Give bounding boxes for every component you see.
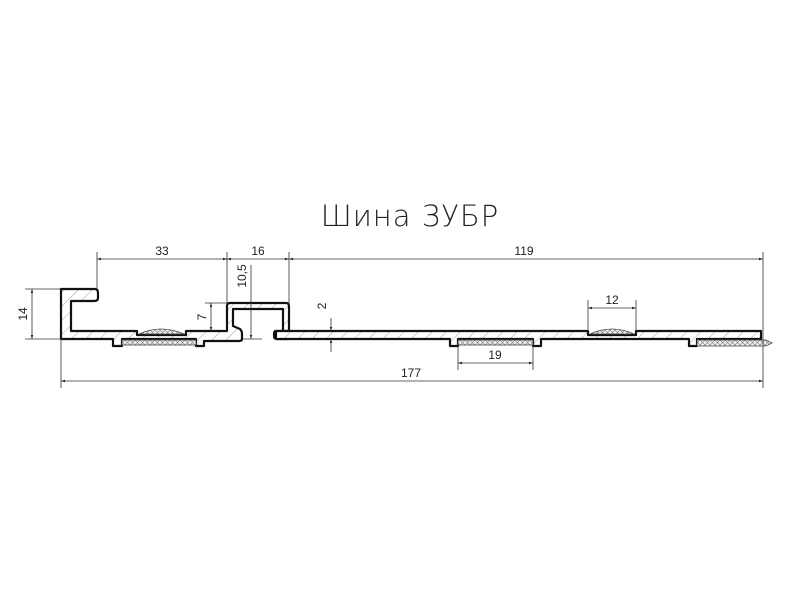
top-pad-right — [589, 328, 635, 335]
profile-right-strip — [274, 329, 763, 348]
bottom-pad-left — [121, 339, 197, 346]
extension-lines — [25, 252, 764, 388]
dim-10-5: 10,5 — [235, 264, 249, 288]
drawing-title: Шина ЗУБР — [321, 199, 500, 233]
bottom-pad-right — [696, 339, 773, 347]
dim-19: 19 — [488, 348, 502, 362]
dim-12: 12 — [605, 293, 619, 307]
dim-14: 14 — [16, 307, 30, 321]
profile-left-section — [59, 287, 291, 348]
bottom-pad-center — [457, 339, 534, 346]
dim-177: 177 — [401, 366, 421, 380]
dim-7: 7 — [195, 313, 209, 320]
dim-33: 33 — [155, 244, 169, 258]
dim-119: 119 — [514, 244, 533, 258]
dimension-lines — [30, 257, 763, 383]
dim-2: 2 — [315, 302, 329, 309]
top-pad-left — [138, 328, 185, 335]
dim-16: 16 — [251, 244, 265, 258]
